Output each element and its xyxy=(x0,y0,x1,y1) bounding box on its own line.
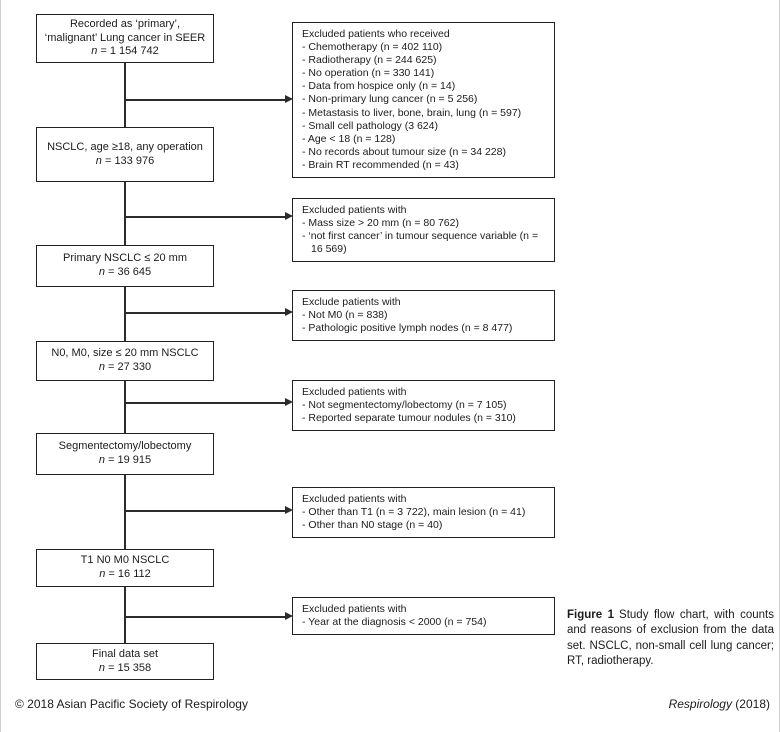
exclusion-box-treatment: Excluded patients who received - Chemoth… xyxy=(292,22,555,179)
flow-box-title: NSCLC, age ≥18, any operation xyxy=(47,140,203,153)
flow-box-segmentectomy: Segmentectomy/lobectomy n = 19 915 xyxy=(36,433,214,475)
exclusion-item: - Reported separate tumour nodules (n = … xyxy=(302,412,516,425)
exclusion-title: Excluded patients with xyxy=(302,386,407,398)
page-footer: © 2018 Asian Pacific Society of Respirol… xyxy=(15,697,770,711)
flow-box-final-data-set: Final data set n = 15 358 xyxy=(36,643,214,680)
exclusion-title: Excluded patients with xyxy=(302,603,407,615)
exclusion-item: - Metastasis to liver, bone, brain, lung… xyxy=(302,106,522,119)
exclusion-item: - Age < 18 (n = 128) xyxy=(302,132,396,145)
exclusion-arrow-3 xyxy=(125,309,293,315)
flow-box-seer: Recorded as ‘primary’, ‘malignant’ Lung … xyxy=(36,14,214,63)
exclusion-item: - Mass size > 20 mm (n = 80 762) xyxy=(302,217,459,230)
flow-box-n0m0: N0, M0, size ≤ 20 mm NSCLC n = 27 330 xyxy=(36,341,214,381)
flow-box-title: ‘malignant’ Lung cancer in SEER xyxy=(44,31,206,44)
exclusion-item: - No records about tumour size (n = 34 2… xyxy=(302,145,506,158)
flow-box-title: N0, M0, size ≤ 20 mm NSCLC xyxy=(51,347,199,360)
flow-box-primary-nsclc: Primary NSCLC ≤ 20 mm n = 36 645 xyxy=(36,245,214,287)
exclusion-item: - Radiotherapy (n = 244 625) xyxy=(302,54,437,67)
flow-box-count: n = 19 915 xyxy=(98,454,152,466)
journal-name: Respirology xyxy=(668,697,732,711)
exclusion-item: - Other than N0 stage (n = 40) xyxy=(302,519,443,532)
journal-year: (2018) xyxy=(731,697,770,711)
flow-box-count: n = 1 154 742 xyxy=(91,45,159,58)
exclusion-item: - Year at the diagnosis < 2000 (n = 754) xyxy=(302,616,487,629)
exclusion-box-diagnosis-year: Excluded patients with - Year at the dia… xyxy=(292,597,555,636)
exclusion-item: - Pathologic positive lymph nodes (n = 8… xyxy=(302,322,513,335)
exclusion-item: - Not M0 (n = 838) xyxy=(302,309,388,322)
exclusion-item: - No operation (n = 330 141) xyxy=(302,67,435,80)
exclusion-item: - Other than T1 (n = 3 722), main lesion… xyxy=(302,506,526,519)
journal-reference: Respirology (2018) xyxy=(669,697,770,711)
flow-box-title: Recorded as ‘primary’, xyxy=(69,17,181,30)
flow-box-title: Final data set xyxy=(91,647,159,660)
flow-box-count: n = 36 645 xyxy=(98,266,152,278)
exclusion-arrow-6 xyxy=(125,613,293,619)
flow-box-title: T1 N0 M0 NSCLC xyxy=(80,554,170,567)
exclusion-box-mass-size: Excluded patients with - Mass size > 20 … xyxy=(292,198,555,263)
exclusion-title: Excluded patients who received xyxy=(302,28,450,40)
exclusion-item: - Not segmentectomy/lobectomy (n = 7 105… xyxy=(302,399,507,412)
flow-box-title: Primary NSCLC ≤ 20 mm xyxy=(63,252,187,265)
exclusion-item: - Small cell pathology (3 624) xyxy=(302,119,438,132)
exclusion-item: - Brain RT recommended (n = 43) xyxy=(302,158,459,171)
exclusion-box-stage: Exclude patients with - Not M0 (n = 838)… xyxy=(292,290,555,342)
exclusion-item: - Chemotherapy (n = 402 110) xyxy=(302,41,443,54)
flow-box-count: n = 15 358 xyxy=(98,661,152,674)
exclusion-title: Excluded patients with xyxy=(302,204,407,216)
exclusion-arrow-2 xyxy=(125,213,293,219)
exclusion-item: - ‘not first cancer’ in tumour sequence … xyxy=(302,230,539,256)
flow-box-nsclc-operation: NSCLC, age ≥18, any operation n = 133 97… xyxy=(36,127,214,182)
exclusion-arrow-5 xyxy=(125,507,293,513)
flow-box-count: n = 133 976 xyxy=(95,154,155,167)
exclusion-arrow-4 xyxy=(125,399,293,405)
exclusion-title: Excluded patients with xyxy=(302,493,407,505)
exclusion-item: - Non-primary lung cancer (n = 5 256) xyxy=(302,93,478,106)
copyright-text: © 2018 Asian Pacific Society of Respirol… xyxy=(15,697,248,711)
exclusion-item: - Data from hospice only (n = 14) xyxy=(302,80,456,93)
exclusion-box-surgery-type: Excluded patients with - Not segmentecto… xyxy=(292,380,555,432)
exclusion-box-t-stage: Excluded patients with - Other than T1 (… xyxy=(292,487,555,539)
flow-box-count: n = 27 330 xyxy=(98,361,152,373)
exclusion-title: Exclude patients with xyxy=(302,296,401,308)
flow-box-title: Segmentectomy/lobectomy xyxy=(58,440,192,453)
flow-box-count: n = 16 112 xyxy=(99,568,151,580)
flow-box-t1n0m0: T1 N0 M0 NSCLC n = 16 112 xyxy=(36,549,214,587)
caption-label: Figure 1 xyxy=(567,609,615,621)
caption-text: Study flow chart, with counts and reason… xyxy=(567,609,775,668)
exclusion-arrow-1 xyxy=(125,96,293,102)
